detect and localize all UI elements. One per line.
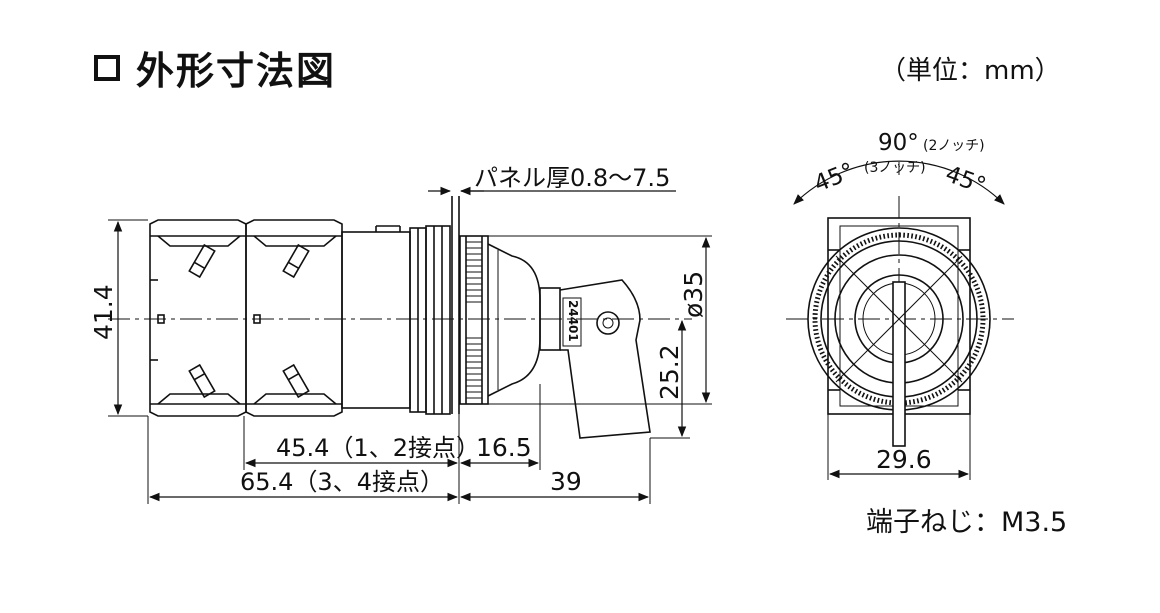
terminal-screw-note: 端子ねじ：M3.5	[866, 507, 1068, 538]
title-block: 外形寸法図	[94, 40, 336, 95]
angle-left-label: 45°	[811, 158, 859, 197]
knurled-ring	[812, 232, 986, 406]
bezel-depth-label: 16.5	[476, 433, 532, 462]
angle-arc	[793, 160, 1005, 205]
knob-cap	[487, 243, 541, 397]
bezel-ring	[459, 235, 489, 405]
front-length-label: 39	[550, 467, 582, 496]
total-angle-note: (2ノッチ)	[923, 138, 985, 154]
dimension-arrows	[113, 186, 711, 502]
key-blade	[892, 281, 906, 447]
key-offset-dimension-label: 25.2	[655, 344, 684, 400]
page-title: 外形寸法図	[136, 49, 337, 93]
contact-block-2	[245, 219, 343, 417]
length-3-4-contacts-label: 65.4（3、4接点）	[240, 468, 444, 496]
angle-right-label: 45°	[942, 161, 989, 199]
panel-thickness-label: パネル厚0.8〜7.5	[474, 164, 670, 192]
diagonal-guide-right	[835, 255, 963, 383]
angle-note: (3ノッチ)	[864, 160, 926, 176]
diameter-dimension-label: ø35	[679, 271, 708, 318]
extension-lines	[108, 219, 712, 504]
total-angle-label: 90°	[878, 130, 919, 156]
length-1-2-contacts-label: 45.4（1、2接点）	[276, 434, 480, 462]
contact-block-1	[149, 219, 247, 417]
width-dimension-label: 29.6	[876, 445, 932, 474]
side-view: 24401	[89, 164, 712, 504]
side-view-labels: パネル厚0.8〜7.5 41.4 ø35 25.2 45.4（1、2接点） 16…	[89, 164, 708, 496]
front-view: 90° (2ノッチ) 45° (3ノッチ) 45° 29.6	[786, 130, 1014, 480]
square-bullet-icon	[94, 54, 120, 81]
switch-body	[341, 196, 460, 415]
unit-note: （単位：mm）	[880, 56, 1061, 86]
key-marking: 24401	[566, 300, 580, 342]
key-handle: 24401	[539, 279, 651, 439]
height-dimension-label: 41.4	[89, 284, 118, 340]
